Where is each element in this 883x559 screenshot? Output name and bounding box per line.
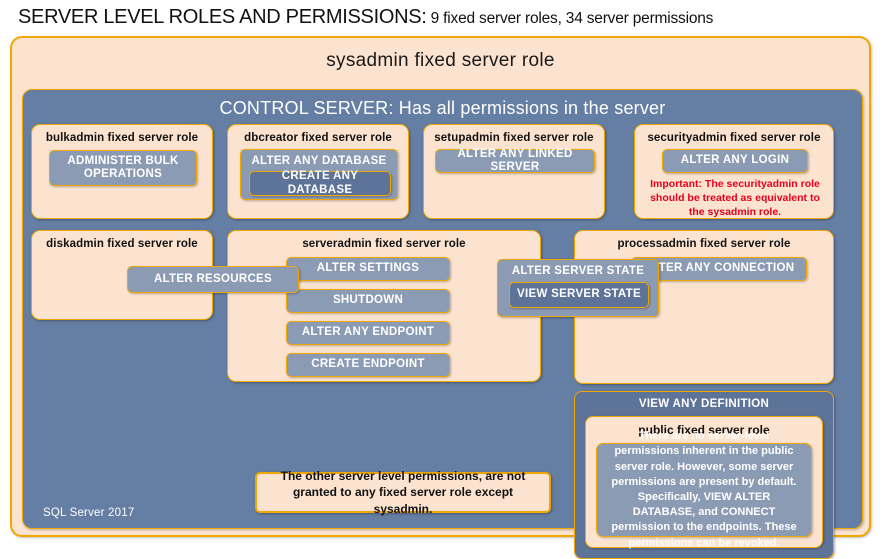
permission-alter-resources[interactable]: ALTER RESOURCES: [127, 266, 299, 293]
permission-view-any-definition[interactable]: VIEW ANY DEFINITION: [638, 398, 770, 410]
role-label-diskadmin: diskadmin fixed server role: [46, 238, 198, 250]
permission-alter-any-database[interactable]: ALTER ANY DATABASE CREATE ANY DATABASE: [240, 149, 398, 200]
control-server-panel: CONTROL SERVER: Has all permissions in t…: [22, 89, 863, 559]
view-any-definition-group: VIEW ANY DEFINITION public fixed server …: [574, 391, 834, 559]
role-card-public: public fixed server role There are no se…: [585, 416, 823, 549]
permission-alter-any-connection[interactable]: ALTER ANY CONNECTION: [631, 257, 807, 281]
other-permissions-note: The other server level permissions, are …: [255, 469, 551, 516]
sysadmin-role-label: sysadmin fixed server role: [326, 50, 555, 71]
permission-create-endpoint[interactable]: CREATE ENDPOINT: [286, 353, 450, 377]
permission-view-server-state[interactable]: VIEW SERVER STATE: [509, 282, 649, 308]
securityadmin-warning-note: Important: The securityadmin role should…: [650, 178, 820, 219]
permission-alter-any-linked-server[interactable]: ALTER ANY LINKED SERVER: [435, 148, 595, 173]
sysadmin-role-panel: sysadmin fixed server role CONTROL SERVE…: [10, 36, 871, 559]
permission-create-any-database[interactable]: CREATE ANY DATABASE: [249, 170, 391, 196]
sql-server-version-label: SQL Server 2017: [43, 507, 135, 519]
role-label-setupadmin: setupadmin fixed server role: [434, 132, 594, 144]
permission-alter-any-login[interactable]: ALTER ANY LOGIN: [662, 149, 808, 173]
permission-alter-server-state-text: ALTER SERVER STATE: [511, 265, 645, 277]
role-card-securityadmin: securityadmin fixed server role ALTER AN…: [634, 124, 834, 219]
permission-shutdown[interactable]: SHUTDOWN: [286, 289, 450, 313]
role-label-securityadmin: securityadmin fixed server role: [647, 132, 821, 144]
page-title-main: SERVER LEVEL ROLES AND PERMISSIONS:: [18, 6, 427, 28]
role-card-setupadmin: setupadmin fixed server role ALTER ANY L…: [423, 124, 605, 219]
permission-alter-server-state[interactable]: ALTER SERVER STATE VIEW SERVER STATE: [497, 259, 659, 317]
page-title-subtitle: 9 fixed server roles, 34 server permissi…: [426, 10, 714, 27]
role-label-dbcreator: dbcreator fixed server role: [244, 132, 392, 144]
permission-alter-any-database-text: ALTER ANY DATABASE: [251, 155, 387, 167]
role-label-serveradmin: serveradmin fixed server role: [302, 238, 466, 250]
public-role-description: There are no server-level permissions in…: [596, 430, 812, 549]
role-label-bulkadmin: bulkadmin fixed server role: [45, 132, 199, 144]
control-server-label: CONTROL SERVER: Has all permissions in t…: [219, 98, 666, 118]
role-card-dbcreator: dbcreator fixed server role ALTER ANY DA…: [227, 124, 409, 219]
page-title: SERVER LEVEL ROLES AND PERMISSIONS: 9 fi…: [18, 6, 868, 34]
role-card-serveradmin: serveradmin fixed server role ALTER SETT…: [227, 230, 541, 382]
role-label-processadmin: processadmin fixed server role: [617, 238, 791, 250]
role-card-bulkadmin: bulkadmin fixed server role ADMINISTER B…: [31, 124, 213, 219]
permission-alter-settings[interactable]: ALTER SETTINGS: [286, 257, 450, 281]
role-label-public: public fixed server role: [638, 423, 770, 437]
permission-alter-any-endpoint[interactable]: ALTER ANY ENDPOINT: [286, 321, 450, 345]
permission-administer-bulk-operations[interactable]: ADMINISTER BULK OPERATIONS: [49, 150, 197, 186]
